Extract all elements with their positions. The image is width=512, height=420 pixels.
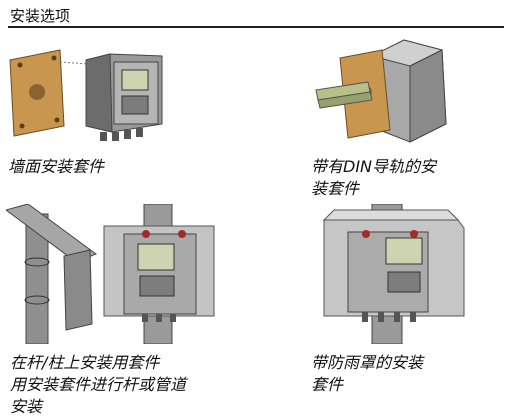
caption-line: 装套件 <box>311 179 360 198</box>
caption-wall-mount: 墙面安装套件 <box>8 156 104 178</box>
section-title: 安装选项 <box>10 7 71 25</box>
rain-shield-kit-illustration <box>322 204 465 344</box>
wall-mount-kit-illustration <box>9 49 163 141</box>
din-rail-kit-illustration <box>315 39 447 143</box>
caption-din-rail: 带有DIN导轨的安 装套件 <box>311 156 436 200</box>
caption-line: 安装 <box>10 397 43 416</box>
caption-line: 在杆/柱上安装用套件 <box>10 353 160 372</box>
section-header: 安装选项 <box>8 4 504 28</box>
caption-pole-mount: 在杆/柱上安装用套件 用安装套件进行杆或管道 安装 <box>10 352 186 418</box>
caption-line: 用安装套件进行杆或管道 <box>10 375 187 394</box>
caption-rain-shield: 带防雨罩的安装 套件 <box>311 352 423 396</box>
caption-line: 带防雨罩的安装 <box>311 353 424 372</box>
caption-line: 墙面安装套件 <box>8 157 105 176</box>
caption-line: 带有DIN导轨的安 <box>311 157 437 176</box>
caption-line: 套件 <box>311 375 344 394</box>
pole-mount-kit-illustration <box>6 204 215 344</box>
